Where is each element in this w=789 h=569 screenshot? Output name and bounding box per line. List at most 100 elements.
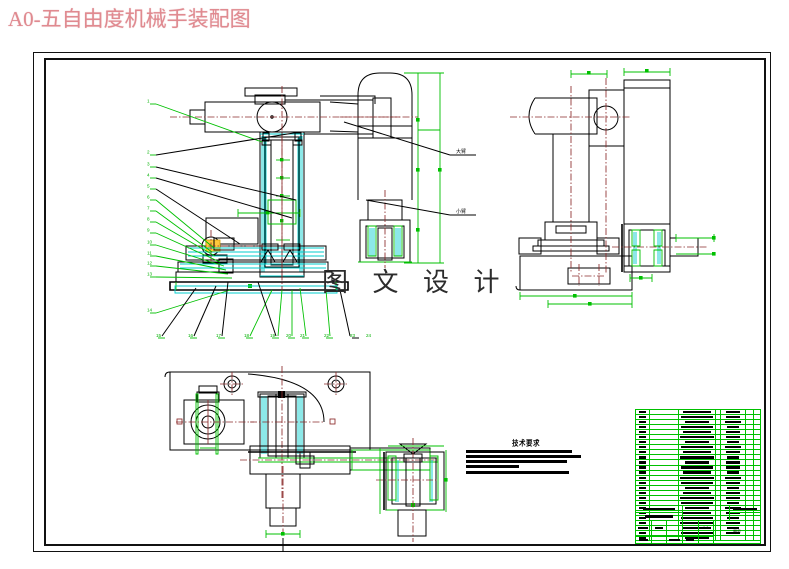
balloon-leaders-left (150, 103, 301, 314)
balloon-number: 24 (366, 333, 372, 338)
cell-text-glyphs (682, 491, 712, 494)
cell-text-glyphs (639, 491, 646, 494)
balloon-number: 1 (147, 99, 150, 104)
balloon-number: 12 (147, 261, 153, 266)
cell-text-glyphs (726, 481, 741, 484)
balloon-number: 21 (300, 333, 306, 338)
cell-text-glyphs (639, 446, 646, 449)
cell-text-glyphs (639, 466, 646, 469)
balloon-number: 10 (147, 240, 153, 245)
balloon-number: 5 (147, 184, 150, 189)
drawing-title-block[interactable]: 1:1 图号 (635, 504, 762, 545)
cell-text-glyphs (681, 415, 713, 419)
center-section-view: 大臂 小臂 (329, 72, 476, 268)
balloon-number: 14 (147, 308, 153, 313)
balloon-number: 23 (350, 333, 356, 338)
balloon-number: 19 (270, 333, 276, 338)
cell-text-glyphs (726, 410, 741, 414)
cell-text-glyphs (639, 431, 646, 434)
sheet-inner-border (44, 58, 766, 546)
tb-cell-m[interactable] (697, 535, 715, 545)
cell-text-glyphs (639, 451, 646, 454)
cell-text-glyphs (639, 501, 646, 504)
cell-text-glyphs (639, 410, 646, 414)
cell-text-glyphs (684, 461, 710, 464)
upper-arm-label: 大臂 (456, 148, 466, 155)
balloon-number: 2 (147, 150, 150, 155)
technical-requirements-lines (466, 449, 586, 474)
cell-text-glyphs (727, 486, 740, 489)
lower-arm-label: 小臂 (456, 208, 466, 215)
cell-text-glyphs (681, 481, 713, 484)
technical-requirements-heading: 技术要求 (512, 439, 540, 448)
balloon-number: 8 (147, 217, 150, 222)
balloon-number: 3 (147, 162, 150, 167)
cell-text-glyphs (639, 496, 646, 499)
balloon-number: 16 (188, 333, 194, 338)
tech-note-line (466, 465, 519, 469)
page-title: A0-五自由度机械手装配图 (8, 7, 251, 31)
cell-text-glyphs (726, 496, 741, 499)
parts-list-row[interactable] (635, 414, 761, 421)
cell-text-glyphs (682, 451, 712, 454)
cell-text-glyphs (682, 410, 712, 414)
cell-text-glyphs (727, 471, 740, 474)
cell-text-glyphs (680, 476, 714, 479)
tb-cell-d[interactable] (728, 512, 762, 521)
balloon-number: 17 (216, 333, 222, 338)
cell-text-glyphs (682, 431, 712, 434)
balloon-number: 20 (286, 333, 292, 338)
front-section-view (169, 86, 400, 294)
cell-text-glyphs (639, 476, 646, 479)
parts-list-row[interactable] (635, 449, 761, 456)
cell-text-glyphs (681, 466, 713, 469)
cell-text-glyphs (684, 486, 710, 489)
cell-text-glyphs (726, 431, 741, 434)
top-plan-view (164, 366, 448, 552)
title-block-grid[interactable]: 1:1 图号 (635, 504, 762, 545)
tech-note-line (466, 460, 567, 464)
cell-text-glyphs (726, 451, 741, 454)
cell-text-glyphs (726, 461, 741, 464)
balloon-number: 9 (147, 228, 150, 233)
cell-text-glyphs (639, 421, 646, 424)
cell-text-glyphs (639, 456, 646, 459)
cell-text-glyphs (681, 446, 713, 449)
tech-note-line (466, 470, 570, 474)
cell-text-glyphs (724, 446, 742, 449)
watermark-text: 图 文 设 计 (322, 268, 509, 297)
cell-text-glyphs (681, 426, 713, 429)
cell-text-glyphs (726, 415, 741, 419)
cell-text-glyphs (724, 476, 742, 479)
cell-text-glyphs (680, 496, 714, 499)
balloon-number: 4 (147, 173, 150, 178)
cell-text-glyphs (727, 426, 740, 429)
parts-list-row[interactable] (635, 464, 761, 471)
cell-text-glyphs (639, 415, 646, 419)
cell-text-glyphs (727, 441, 740, 444)
cell-text-glyphs (724, 421, 742, 424)
cell-text-glyphs (727, 456, 740, 459)
cell-text-glyphs (639, 426, 646, 429)
cell-text-glyphs (680, 436, 714, 439)
technical-requirements-block: 技术要求 (466, 437, 586, 476)
right-side-view (510, 68, 716, 308)
cell-text-glyphs (681, 501, 713, 504)
tech-note-line (466, 449, 572, 453)
tb-cell-sheet[interactable]: 图号 (713, 519, 761, 545)
cell-text-glyphs (727, 501, 740, 504)
balloon-number: 13 (147, 272, 153, 277)
cell-text-glyphs (726, 491, 741, 494)
balloon-number: 15 (156, 333, 162, 338)
cell-text-glyphs (639, 436, 646, 439)
cell-text-glyphs (639, 486, 646, 489)
cell-text-glyphs (684, 441, 710, 444)
cell-text-glyphs (726, 466, 741, 469)
cell-text-glyphs (639, 441, 646, 444)
balloon-number: 22 (324, 333, 330, 338)
cell-text-glyphs (639, 481, 646, 484)
cell-text-glyphs (682, 471, 712, 474)
tb-cell-c[interactable] (635, 512, 683, 521)
balloon-number: 18 (244, 333, 250, 338)
